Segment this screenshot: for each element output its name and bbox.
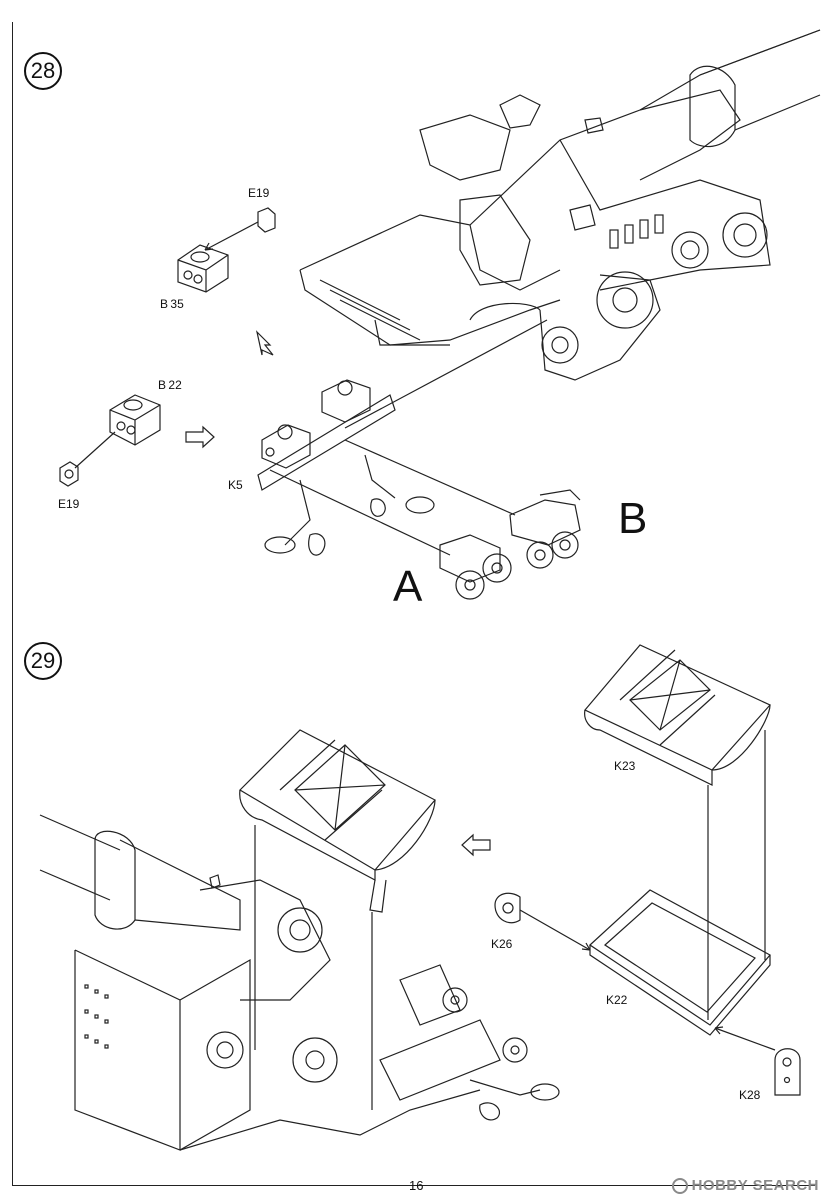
step-number-badge: 28 [24,52,62,90]
direction-arrow [255,330,274,356]
k28-part-drawing [714,1026,801,1096]
k5-part-drawing [257,379,396,491]
k23-part-drawing [584,644,771,786]
watermark: HOBBY SEARCH [671,1177,819,1194]
label-k26: K26 [491,937,513,951]
sub-assembly-a-drawing [264,469,512,600]
k22-part-drawing [589,889,771,1036]
label-b35: B 35 [160,297,184,311]
frame-left-line [12,22,13,1185]
page-number: 16 [409,1178,424,1193]
direction-arrow [185,425,215,449]
left-cover-drawing [239,729,436,913]
gun-body-drawing [299,29,821,381]
watermark-text: HOBBY SEARCH [691,1177,819,1194]
leader-line [344,319,548,429]
frame-bottom-line [12,1185,815,1186]
b35-part-drawing [177,207,276,293]
label-b22: B 22 [158,378,182,392]
step28-illustration [59,29,821,600]
b22-part-drawing [59,394,161,487]
label-k5: K5 [228,478,243,492]
gun-body-drawing [39,814,560,1151]
step-number-badge: 29 [24,642,62,680]
sub-assembly-b-drawing [344,439,581,569]
label-k22: K22 [606,993,628,1007]
sub-view-label-b: B [618,494,648,543]
watermark-logo-icon [671,1177,688,1194]
direction-arrow [461,833,491,857]
label-k28: K28 [739,1088,761,1102]
sub-view-label-a: A [393,562,423,611]
label-e19: E19 [248,186,270,200]
label-e19: E19 [58,497,80,511]
label-k23: K23 [614,759,636,773]
